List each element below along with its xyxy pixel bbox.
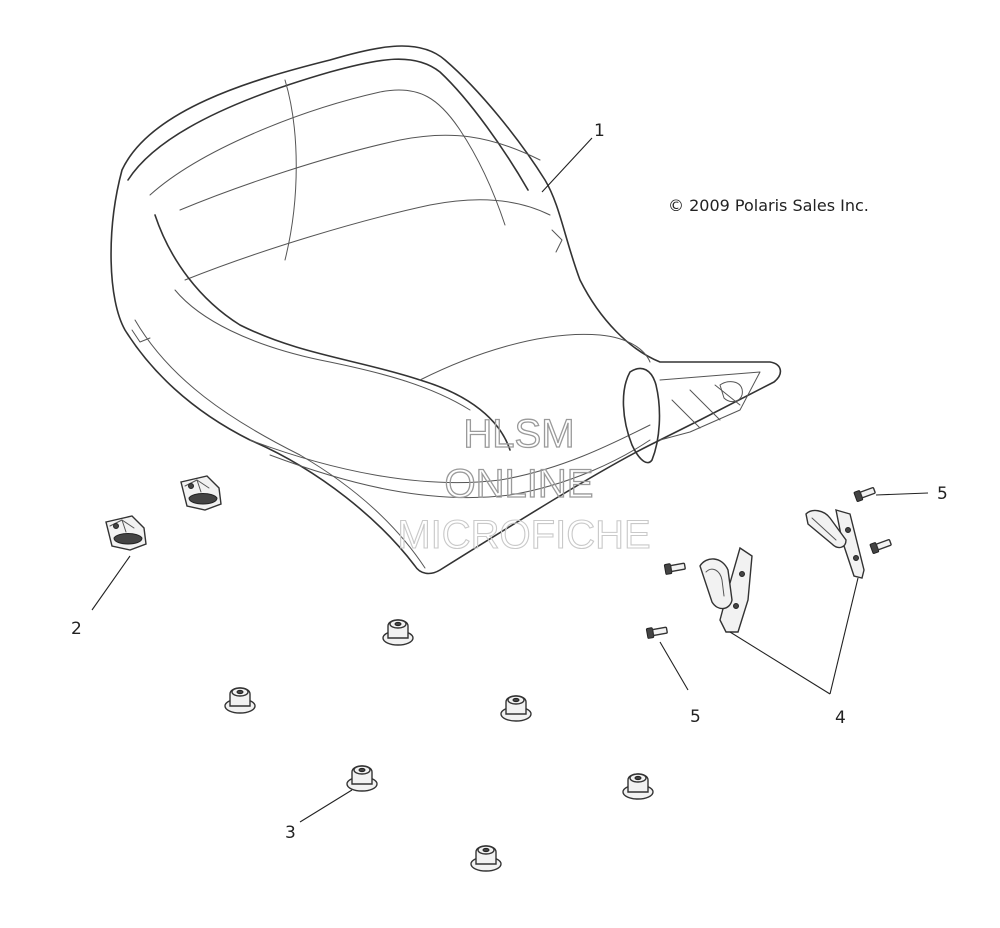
watermark-line1: HLSM [463,412,574,456]
leader-lines [91,137,929,823]
watermark-line3: MICROFICHE [397,513,650,557]
seat-outline [110,45,782,575]
screw-4 [645,626,668,639]
seat-front-inner [174,289,471,411]
grommet-group [224,619,654,872]
leader-4a [729,631,831,695]
seat-rear-rib-1 [689,389,721,421]
copyright-notice: © 2009 Polaris Sales Inc. [668,196,869,215]
grommet-3 [500,695,532,722]
seat-skirt-1 [134,319,426,569]
seat-tab-right [551,229,563,253]
grommet-4 [346,765,378,792]
leader-1 [541,137,593,193]
seat-skirt-3 [269,439,651,499]
watermark-line2: ONLINE [445,462,594,506]
clip-right [180,475,222,511]
seat-side-seam [284,79,297,261]
leader-5a [875,492,929,496]
seat-surface [149,89,506,226]
latch-bracket-left [699,546,753,633]
grommet-5 [622,773,654,800]
seat-rear-frame [659,371,761,441]
seat [110,45,782,575]
screw-2 [869,539,892,554]
callout-5-lower: 5 [690,707,701,727]
callout-1: 1 [594,121,605,141]
callout-2: 2 [71,619,82,639]
leader-5b [659,641,689,691]
seat-panel-seam [179,134,541,211]
watermark: HLSM ONLINE MICROFICHE [397,411,651,557]
screw-1 [853,487,876,502]
seat-rear-rib-3 [671,399,701,429]
seat-center-curve [419,333,651,381]
callout-4: 4 [835,708,846,728]
seat-tab-left [131,329,151,343]
seat-rear-tail [622,367,661,464]
seat-cross-seam [184,199,551,281]
callout-5-upper: 5 [937,484,948,504]
callout-3: 3 [285,823,296,843]
latch-bracket-right [805,509,865,579]
seat-rear-latch [719,381,743,403]
screw-3 [663,562,686,575]
leader-2 [91,555,131,611]
clip-left [105,515,147,551]
grommet-1 [382,619,414,646]
grommet-2 [224,687,256,714]
seat-front-bolster [154,214,511,451]
seat-top-edge [127,58,529,191]
leader-4b [829,577,859,695]
seat-rear-rib-2 [714,384,741,406]
leader-3 [299,789,353,823]
grommet-6 [470,845,502,872]
seat-skirt-2 [249,424,651,484]
